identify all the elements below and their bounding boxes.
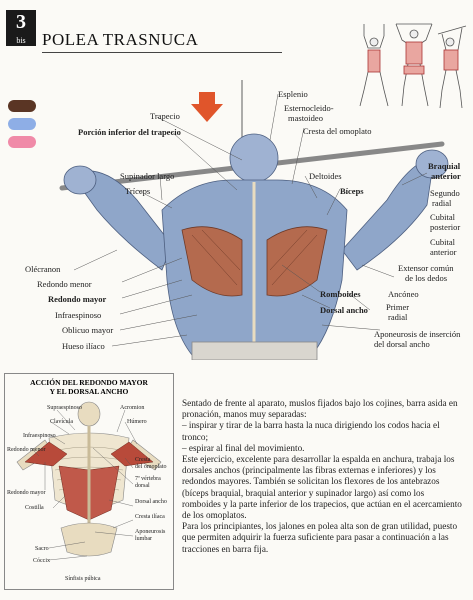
skeleton-back-illustration xyxy=(16,401,162,561)
inset-label-dorsal-ancho: Dorsal ancho xyxy=(135,499,167,505)
color-swatch-pink xyxy=(8,136,36,148)
paragraph-step-inhale: – inspirar y tirar de la barra hasta la … xyxy=(182,420,440,442)
inset-label-supraespinoso: Supraespinoso xyxy=(47,405,82,411)
label-segundo: Segundo xyxy=(430,188,460,198)
inset-label-costilla: Costilla xyxy=(25,505,44,511)
inset-label-redondo-mayor: Redondo mayor xyxy=(7,490,46,496)
inset-label-vertebra-1: 7ª vértebra xyxy=(135,476,161,482)
section-number-badge: 3 bis xyxy=(6,10,36,46)
inset-label-aponeurosis-1: Aponeurosis xyxy=(135,529,166,535)
inset-title: ACCIÓN DEL REDONDO MAYOR Y EL DORSAL ANC… xyxy=(5,378,173,396)
down-arrow-icon xyxy=(191,92,223,122)
label-redondo-mayor: Redondo mayor xyxy=(48,294,107,304)
paragraph-step-exhale: – espirar al final del movimiento. xyxy=(182,442,305,453)
inset-title-line-2: Y EL DORSAL ANCHO xyxy=(49,387,129,396)
section-number: 3 xyxy=(16,11,26,33)
label-extensor-1: Extensor común xyxy=(398,263,454,273)
label-extensor-2: de los dedos xyxy=(405,273,448,283)
label-deltoides: Deltoides xyxy=(309,171,342,181)
label-supinador-largo: Supinador largo xyxy=(120,171,175,181)
label-cubital-posterior-1: Cubital xyxy=(430,212,456,222)
label-primer-2: radial xyxy=(388,312,408,322)
label-olecranon: Olécranon xyxy=(25,264,61,274)
movement-sequence-figures xyxy=(359,23,467,109)
label-oblicuo-mayor: Oblicuo mayor xyxy=(62,325,114,335)
label-cresta-omoplato: Cresta del omoplato xyxy=(303,126,372,136)
back-muscles-illustration xyxy=(59,80,449,360)
label-primer-1: Primer xyxy=(386,302,410,312)
label-biceps: Bíceps xyxy=(340,186,364,196)
label-anconeo: Ancóneo xyxy=(388,289,419,299)
section-suffix: bis xyxy=(16,36,26,45)
inset-label-acromion: Acromion xyxy=(120,405,145,411)
label-trapecio: Trapecio xyxy=(150,111,180,121)
label-romboides: Romboides xyxy=(320,289,361,299)
inset-label-vertebra-2: dorsal xyxy=(135,483,150,489)
inset-panel-teres-latissimus-action: ACCIÓN DEL REDONDO MAYOR Y EL DORSAL ANC… xyxy=(4,373,174,590)
color-swatch-brown xyxy=(8,100,36,112)
label-cubital-anterior-1: Cubital xyxy=(430,237,456,247)
inset-label-infraespinoso: Infraespinoso xyxy=(23,433,56,439)
inset-label-aponeurosis-2: lumbar xyxy=(135,536,152,542)
label-cubital-posterior-2: posterior xyxy=(430,222,461,232)
label-porcion-inferior-trapecio: Porción inferior del trapecio xyxy=(78,127,181,137)
inset-label-redondo-menor: Redondo menor xyxy=(7,447,46,453)
inset-label-sinfisis: Sínfisis púbica xyxy=(65,576,101,582)
paragraph-muscles: Este ejercicio, excelente para desarroll… xyxy=(182,454,462,521)
page-title: POLEA TRASNUCA xyxy=(42,30,199,49)
inset-label-sacro: Sacro xyxy=(35,546,49,552)
label-braquial: Braquial xyxy=(428,161,461,171)
inset-label-humero: Húmero xyxy=(127,419,147,425)
paragraph-setup: Sentado de frente al aparato, muslos fij… xyxy=(182,398,458,420)
label-esternocleido: Esternocleido- xyxy=(284,103,334,113)
label-aponeurosis-2: del dorsal ancho xyxy=(374,339,430,349)
color-swatch-blue xyxy=(8,118,36,130)
label-hueso-iliaco: Hueso ilíaco xyxy=(62,341,105,351)
title-underline xyxy=(42,52,282,53)
label-mastoideo: mastoideo xyxy=(288,113,323,123)
label-braquial-anterior: anterior xyxy=(431,171,461,181)
inset-label-cresta-iliaca: Cresta ilíaca xyxy=(135,514,165,520)
label-esplenio: Esplenio xyxy=(278,89,308,99)
paragraph-beginners: Para los principiantes, los jalones en p… xyxy=(182,521,458,554)
label-segundo-radial: radial xyxy=(432,198,452,208)
label-aponeurosis-1: Aponeurosis de inserción xyxy=(374,329,461,339)
label-triceps: Tríceps xyxy=(125,186,151,196)
label-infraespinoso: Infraespinoso xyxy=(55,310,102,320)
inset-label-clavicula: Clavícula xyxy=(50,419,73,425)
label-dorsal-ancho: Dorsal ancho xyxy=(320,305,368,315)
inset-label-cresta-2: del omoplato xyxy=(135,464,167,470)
exercise-description: Sentado de frente al aparato, muslos fij… xyxy=(182,398,464,555)
inset-title-line-1: ACCIÓN DEL REDONDO MAYOR xyxy=(30,378,148,387)
label-redondo-menor: Redondo menor xyxy=(37,279,92,289)
inset-label-coccix: Cóccix xyxy=(33,558,50,564)
inset-label-cresta-1: Cresta xyxy=(135,457,151,463)
label-cubital-anterior-2: anterior xyxy=(430,247,457,257)
